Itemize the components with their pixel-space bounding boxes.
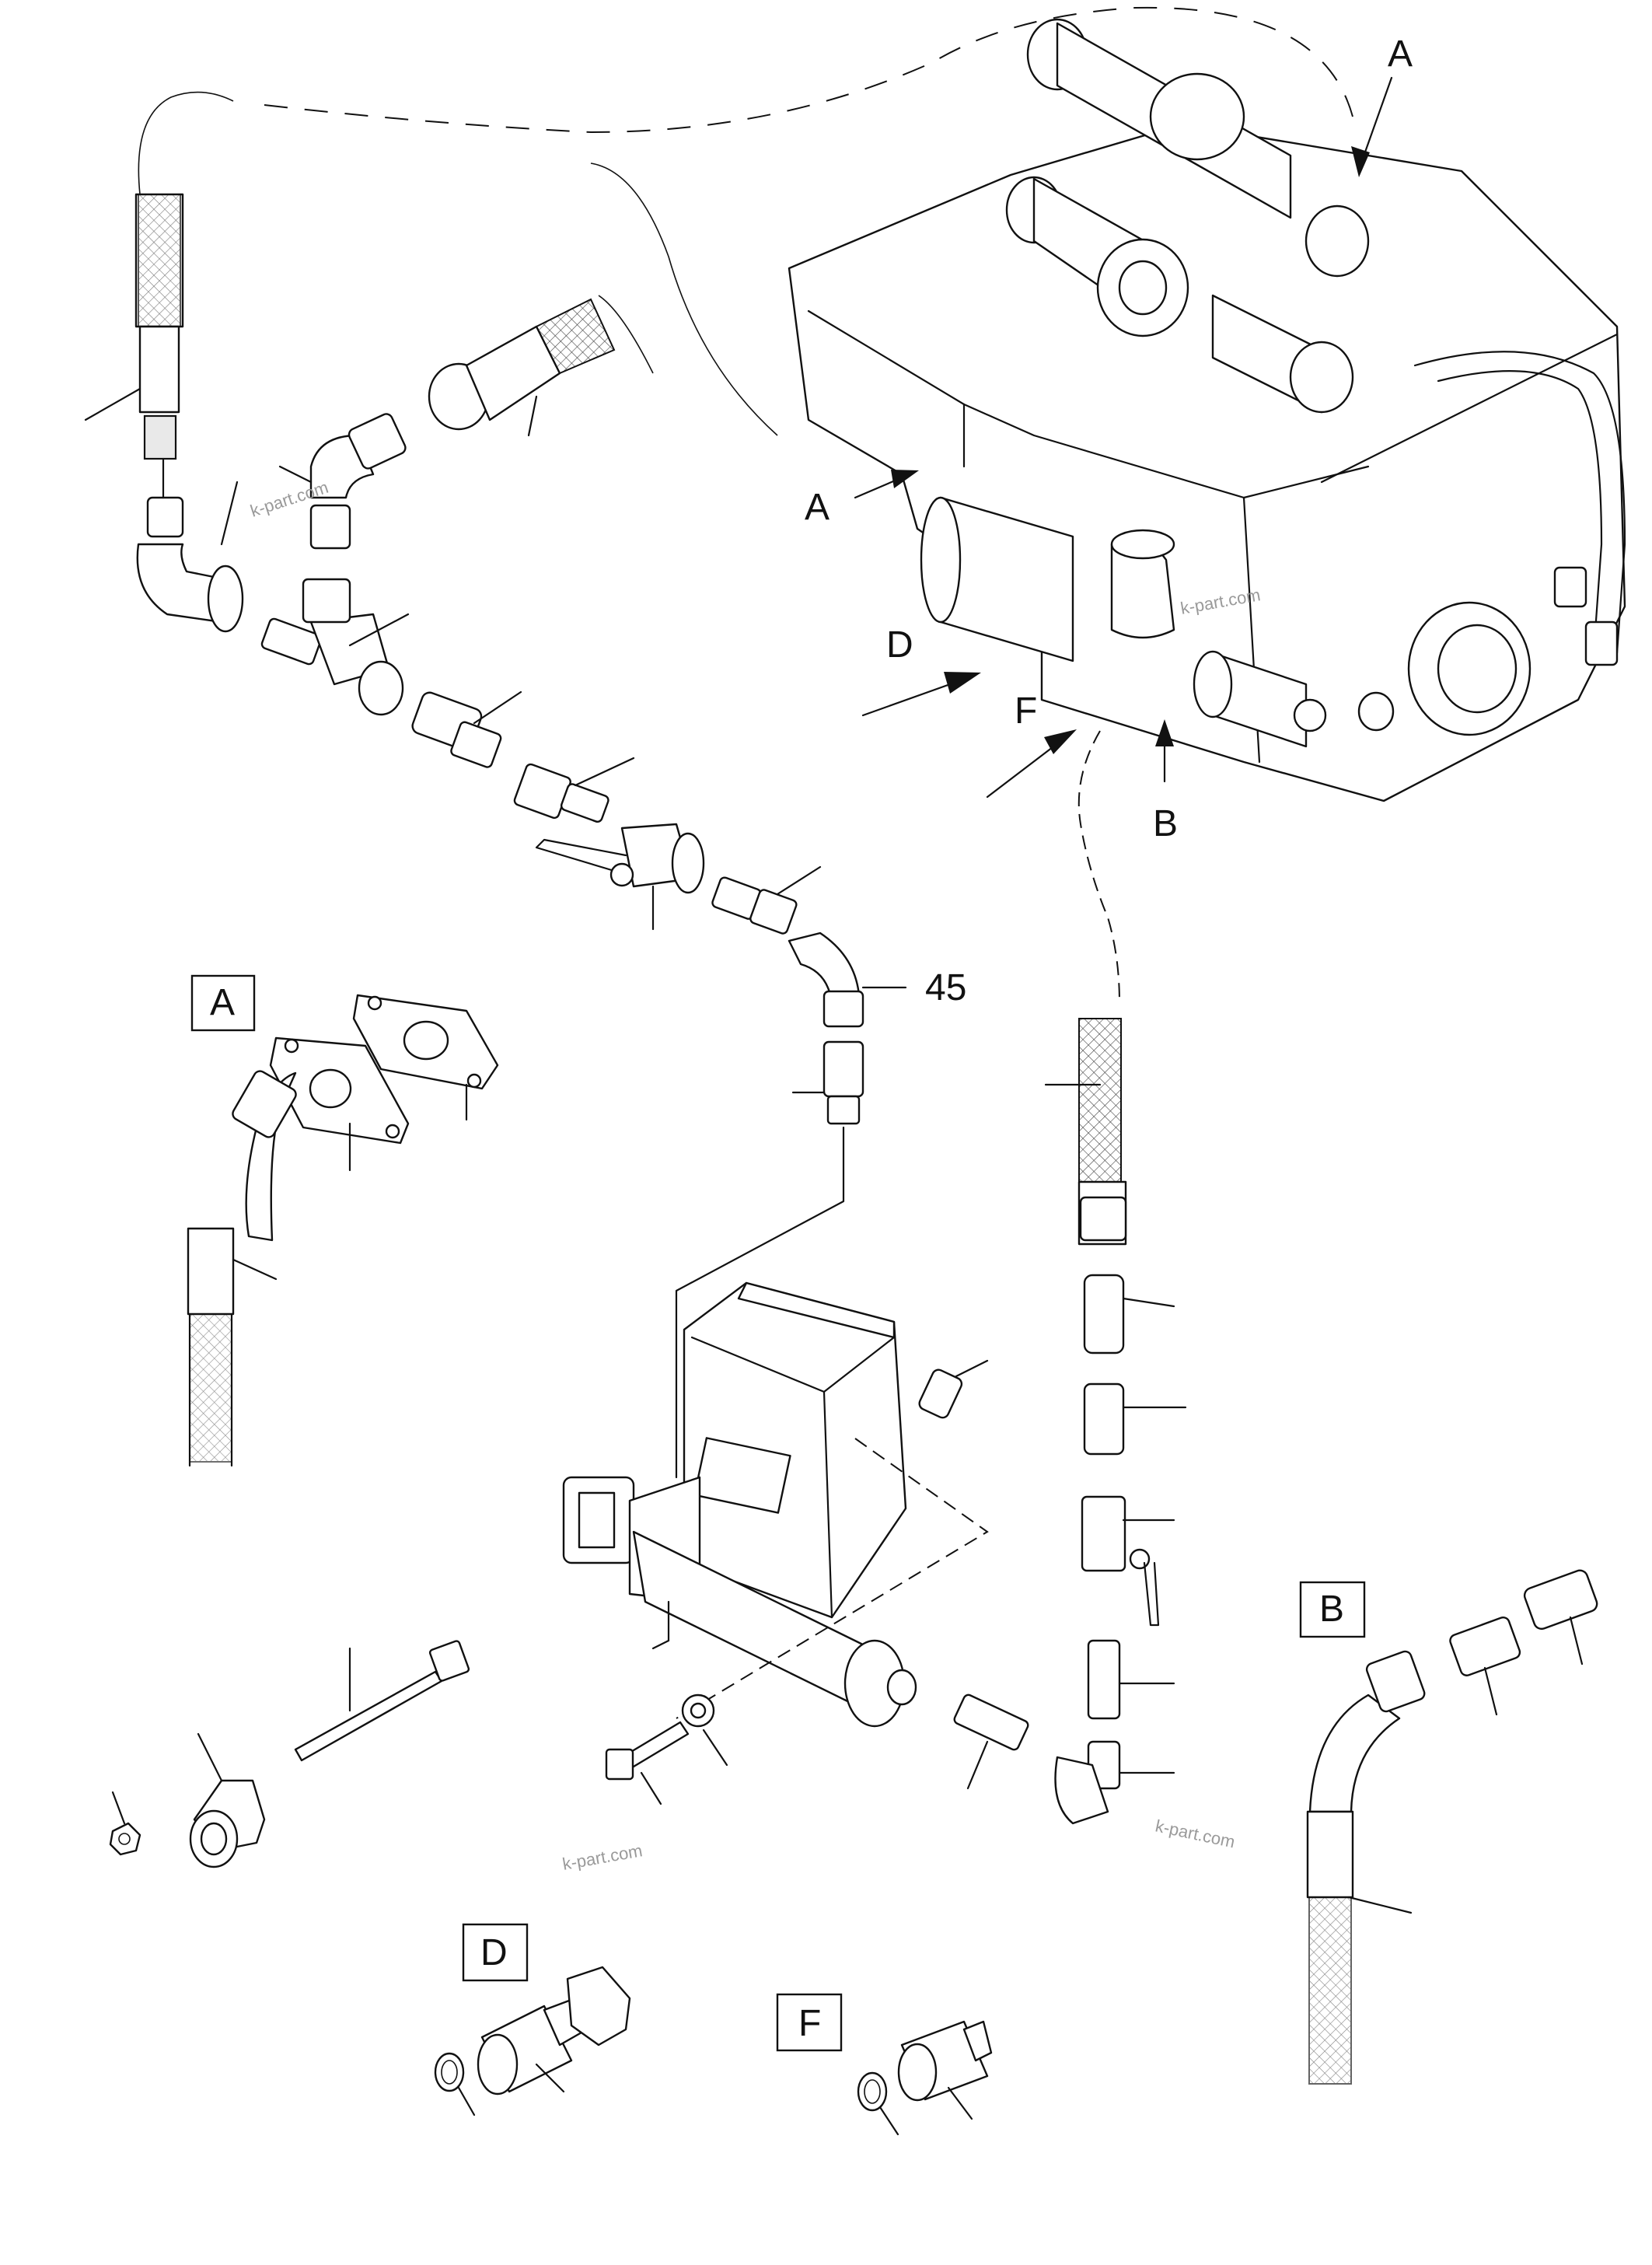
upper-elbow (278, 413, 407, 550)
right-elbow (1054, 1740, 1175, 1825)
fuel-filter (1193, 650, 1327, 748)
detail-a-label: A (210, 982, 235, 1023)
watermark: k-part.com (1154, 1816, 1237, 1851)
turbo-pipe-lower (1211, 294, 1354, 414)
adapter-fitting (513, 757, 635, 823)
turbo-pipe-upper (1026, 18, 1370, 278)
left-braided-hose (84, 193, 184, 460)
valve-outlet-nipple (711, 865, 822, 935)
ball-valve (535, 823, 705, 931)
right-union (1083, 1382, 1187, 1456)
upper-left-fitting-chain: 45 (84, 193, 966, 1479)
detail-f-label: F (798, 2003, 821, 2044)
long-bolt (294, 1640, 470, 1762)
detail-b-label: B (1319, 1589, 1344, 1630)
arrow-f: F (986, 690, 1077, 799)
arrow-d: D (861, 624, 981, 717)
lower-connector (675, 1040, 864, 1479)
motor-cylinder (632, 1530, 917, 1728)
pump-assembly (562, 1281, 1029, 1805)
gasket (352, 994, 499, 1121)
arrow-a-left-label: A (805, 487, 829, 528)
engine-assembly: A A D F B (788, 18, 1626, 844)
motor-outlet-adapter (953, 1694, 1029, 1790)
clamp-assembly (109, 1640, 470, 1868)
detail-b-union (1449, 1617, 1521, 1716)
right-fitting-chain (1044, 730, 1187, 1825)
tee-fitting (260, 578, 410, 716)
right-ball-valve (1081, 1495, 1175, 1627)
flange-plate (269, 1036, 410, 1172)
detail-d-label-box (462, 1923, 529, 1982)
pipe-clamp (189, 1732, 266, 1868)
detail-f-label-box (776, 1993, 843, 2052)
turbo-pipe-middle (1005, 176, 1189, 337)
right-lower-nipple (1087, 1639, 1175, 1720)
arrow-a-left: A (805, 470, 919, 528)
detail-d-label: D (480, 1932, 508, 1973)
spacer-sleeve (918, 1359, 989, 1419)
detail-b-label-box (1299, 1581, 1366, 1638)
watermark: k-part.com (561, 1840, 644, 1874)
arrow-b-label: B (1153, 803, 1178, 844)
left-elbow-fitting (136, 457, 244, 633)
detail-b-hose (1306, 1650, 1426, 2085)
elbow-45: 45 (788, 932, 966, 1028)
detail-a-hose (187, 1070, 297, 1467)
bolt-and-washer (605, 1694, 728, 1805)
arrow-a-top-label: A (1388, 33, 1413, 75)
arrow-b: B (1153, 719, 1178, 844)
detail-b: B (1299, 1569, 1598, 2085)
detail-a-label-box (190, 974, 256, 1032)
hex-nut (109, 1791, 141, 1856)
detail-d-oring (434, 2052, 476, 2116)
detail-f: F (776, 1993, 993, 2136)
nipple-fitting (411, 690, 522, 768)
oil-filter-canister (920, 496, 1175, 662)
top-hose-route (138, 6, 1353, 436)
upper-hose-end (428, 298, 616, 437)
detail-d: D (434, 1923, 631, 2116)
right-braided-hose (1044, 1018, 1127, 1246)
part-number-45: 45 (925, 967, 966, 1008)
flywheel-housing (1357, 601, 1532, 736)
junction-box (683, 1281, 907, 1619)
detail-d-washer (566, 1966, 631, 2047)
detail-f-adapter (897, 2020, 993, 2120)
detail-f-oring (857, 2071, 899, 2136)
detail-a: A (187, 974, 499, 1467)
detail-b-nipple (1523, 1569, 1598, 1666)
right-nipple (1083, 1274, 1175, 1354)
arrow-a-top: A (1351, 33, 1413, 177)
arrow-f-label: F (1015, 690, 1037, 732)
arrow-d-label: D (886, 624, 913, 666)
